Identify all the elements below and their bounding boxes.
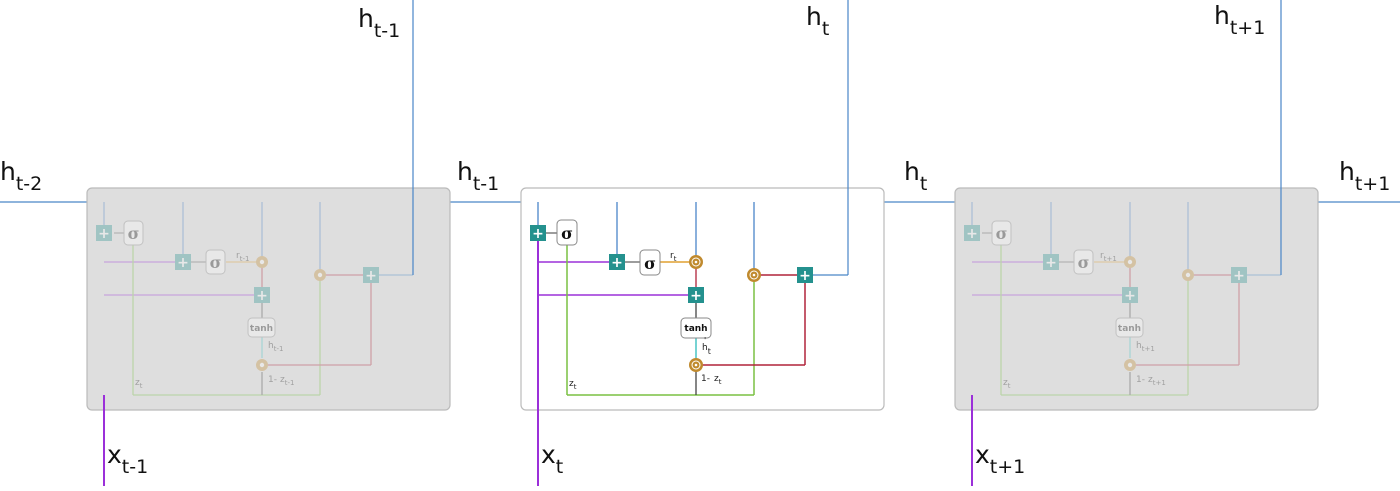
add-op — [797, 267, 813, 283]
svg-text:+: + — [256, 288, 268, 304]
svg-text:tanh: tanh — [684, 324, 707, 334]
update-gate-label: zt — [135, 378, 143, 390]
one-minus-z-label: 1-zt — [701, 374, 722, 386]
h-left-label-0: ht-2 — [0, 157, 42, 195]
svg-text:+: + — [177, 255, 189, 271]
add-op — [175, 254, 191, 270]
multiply-op — [256, 359, 268, 371]
cell-box — [954, 187, 1319, 411]
add-op — [1043, 254, 1059, 270]
cell-internals: + σ + σ + tanh + rt-1 ht-1 1-zt-1 zt — [96, 202, 413, 396]
add-op — [96, 225, 112, 241]
add-op — [688, 287, 704, 303]
svg-text:+: + — [1124, 288, 1136, 304]
multiply-op — [1124, 256, 1136, 268]
reset-gate-label: rt+1 — [1100, 251, 1117, 263]
add-op — [530, 225, 546, 241]
svg-text:σ: σ — [644, 254, 656, 273]
multiply-op — [1124, 359, 1136, 371]
x-input-label-2: xt+1 — [975, 440, 1025, 478]
add-op — [1231, 267, 1247, 283]
multiply-op — [1182, 269, 1194, 281]
multiply-op — [256, 256, 268, 268]
sigma-op — [639, 249, 661, 276]
add-op — [964, 225, 980, 241]
svg-text:σ: σ — [128, 224, 140, 243]
h-left-label-2: ht — [904, 157, 927, 195]
h-left-label-1: ht-1 — [457, 157, 499, 195]
cell-box — [86, 187, 451, 411]
sigma-op — [123, 220, 144, 246]
sigma-op — [556, 219, 578, 246]
svg-text:σ: σ — [210, 253, 222, 272]
svg-text:+: + — [1233, 268, 1245, 284]
svg-text:': ' — [704, 336, 706, 345]
sigma-op — [1073, 249, 1094, 275]
sigma-op — [205, 249, 226, 275]
h-top-label-2: ht+1 — [1214, 1, 1265, 39]
add-op — [1122, 287, 1138, 303]
candidate-label: ht — [702, 343, 711, 356]
svg-text:tanh: tanh — [250, 324, 273, 334]
svg-text:+: + — [611, 255, 623, 271]
update-gate-label: zt — [569, 379, 577, 391]
tanh-op — [680, 317, 712, 339]
one-minus-z-label: 1-zt-1 — [268, 375, 294, 387]
x-input-label-0: xt-1 — [107, 440, 148, 478]
svg-text:+: + — [365, 268, 377, 284]
x-input-label-1: xt — [541, 440, 563, 478]
add-op — [609, 254, 625, 270]
gru-cell-next: + σ + σ + tanh + rt+1 ht+1 1-zt+1 zt — [954, 0, 1319, 486]
one-minus-z-label: 1-zt+1 — [1136, 375, 1166, 387]
svg-text:+: + — [1045, 255, 1057, 271]
svg-text:σ: σ — [996, 224, 1008, 243]
candidate-label: ht+1 — [1136, 341, 1155, 353]
cell-internals: + σ + σ + tanh + rt ht 1-zt — [530, 202, 848, 486]
svg-text:+: + — [799, 268, 811, 284]
multiply-op — [314, 269, 326, 281]
reset-gate-label: rt — [670, 251, 677, 263]
svg-text:+: + — [966, 226, 978, 242]
svg-text:σ: σ — [561, 224, 573, 243]
svg-text:+: + — [690, 288, 702, 304]
svg-text:+: + — [98, 226, 110, 242]
add-op — [254, 287, 270, 303]
svg-text:tanh: tanh — [1118, 324, 1141, 334]
sigma-op — [991, 220, 1012, 246]
update-gate-label: zt — [1003, 378, 1011, 390]
add-op — [363, 267, 379, 283]
tanh-op — [247, 317, 276, 338]
svg-text:σ: σ — [1078, 253, 1090, 272]
h-top-label-0: ht-1 — [358, 4, 400, 42]
reset-gate-label: rt-1 — [236, 251, 249, 263]
svg-text:+: + — [532, 226, 544, 242]
candidate-label: ht-1 — [268, 341, 283, 353]
cell-internals: + σ + σ + tanh + rt+1 ht+1 1-zt+1 zt — [964, 202, 1281, 396]
tanh-op — [1115, 317, 1144, 338]
h-top-label-1: ht — [806, 2, 829, 40]
h-right-label: ht+1 — [1339, 157, 1390, 195]
gru-cell-prev: + σ + σ + tanh + rt-1 ht-1 1-zt-1 zt — [86, 0, 451, 486]
gru-cell-current: + σ + σ + tanh + rt ht 1-zt — [520, 0, 885, 486]
